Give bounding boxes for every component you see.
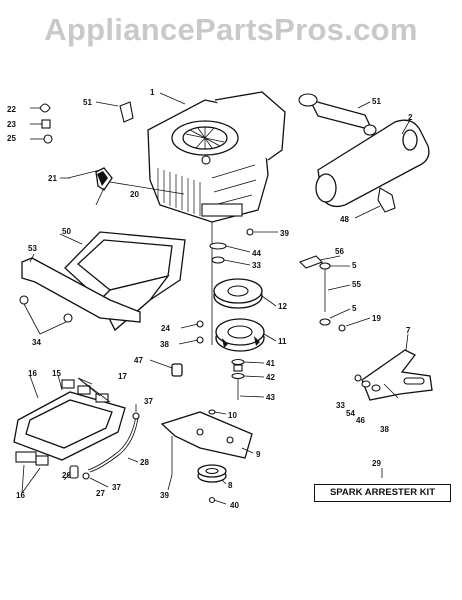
callout-5-lower: 5 [352, 304, 357, 313]
callout-41: 41 [266, 359, 275, 368]
callout-44: 44 [252, 249, 261, 258]
callout-61-left: 51 [83, 98, 92, 107]
callout-12: 12 [278, 302, 287, 311]
callout-26: 26 [62, 471, 71, 480]
callout-38-right: 38 [380, 425, 389, 434]
callout-11: 11 [278, 337, 287, 346]
callout-33-right: 33 [336, 401, 345, 410]
callout-15: 15 [52, 369, 61, 378]
callout-10: 10 [228, 411, 237, 420]
callout-37-bottom: 37 [112, 483, 121, 492]
callout-48-upper: 48 [340, 215, 349, 224]
callout-55: 55 [352, 280, 361, 289]
callout-46: 46 [356, 416, 365, 425]
callout-51-right: 51 [372, 97, 381, 106]
callout-19: 19 [372, 314, 381, 323]
linkage-part [299, 255, 346, 332]
muffler-part [119, 93, 430, 213]
callout-17: 17 [118, 372, 127, 381]
callout-54: 54 [346, 409, 355, 418]
pulley-part [213, 278, 265, 352]
callout-42: 42 [266, 373, 275, 382]
clutch-hardware [231, 358, 245, 400]
callout-25: 25 [7, 134, 16, 143]
watermark: AppliancePartsPros.com [44, 12, 418, 47]
engine-part [147, 91, 286, 223]
callout-labels: 1 2 51 51 22 23 25 21 20 48 39 50 44 33 … [7, 88, 413, 510]
callout-33-center: 33 [252, 261, 261, 270]
callout-38-center: 38 [160, 340, 169, 349]
callout-53: 53 [28, 244, 37, 253]
bracket-part [19, 257, 141, 335]
callout-20: 20 [130, 190, 139, 199]
callout-21: 21 [48, 174, 57, 183]
callout-16-bottom: 16 [16, 491, 25, 500]
air-cleaner-part [13, 377, 126, 494]
callout-23: 23 [7, 120, 16, 129]
callout-9: 9 [256, 450, 261, 459]
callout-24: 24 [161, 324, 170, 333]
callout-37-top: 37 [144, 397, 153, 406]
callout-56: 56 [335, 247, 344, 256]
spark-arrester-kit-box: SPARK ARRESTER KIT [314, 484, 451, 502]
callout-27: 27 [96, 489, 105, 498]
callout-39-lower: 39 [160, 491, 169, 500]
leader-lines [29, 92, 411, 505]
cable-part [67, 167, 113, 206]
callout-28: 28 [140, 458, 149, 467]
callout-2: 2 [408, 113, 413, 122]
callout-22: 22 [7, 105, 16, 114]
callout-43: 43 [266, 393, 275, 402]
fuel-line-part [69, 412, 140, 480]
callout-29: 29 [372, 459, 381, 468]
fastener-group-upper-left [30, 103, 53, 144]
mounting-plate-part [160, 363, 253, 504]
callout-8: 8 [228, 481, 233, 490]
callout-1: 1 [150, 88, 155, 97]
callout-34: 34 [32, 338, 41, 347]
callout-39-upper: 39 [280, 229, 289, 238]
callout-47: 47 [134, 356, 143, 365]
callout-7: 7 [406, 326, 411, 335]
callout-50: 50 [62, 227, 71, 236]
callout-40: 40 [230, 501, 239, 510]
callout-16-top: 16 [28, 369, 37, 378]
arrester-bracket-part [354, 349, 433, 401]
callout-5-upper: 5 [352, 261, 357, 270]
